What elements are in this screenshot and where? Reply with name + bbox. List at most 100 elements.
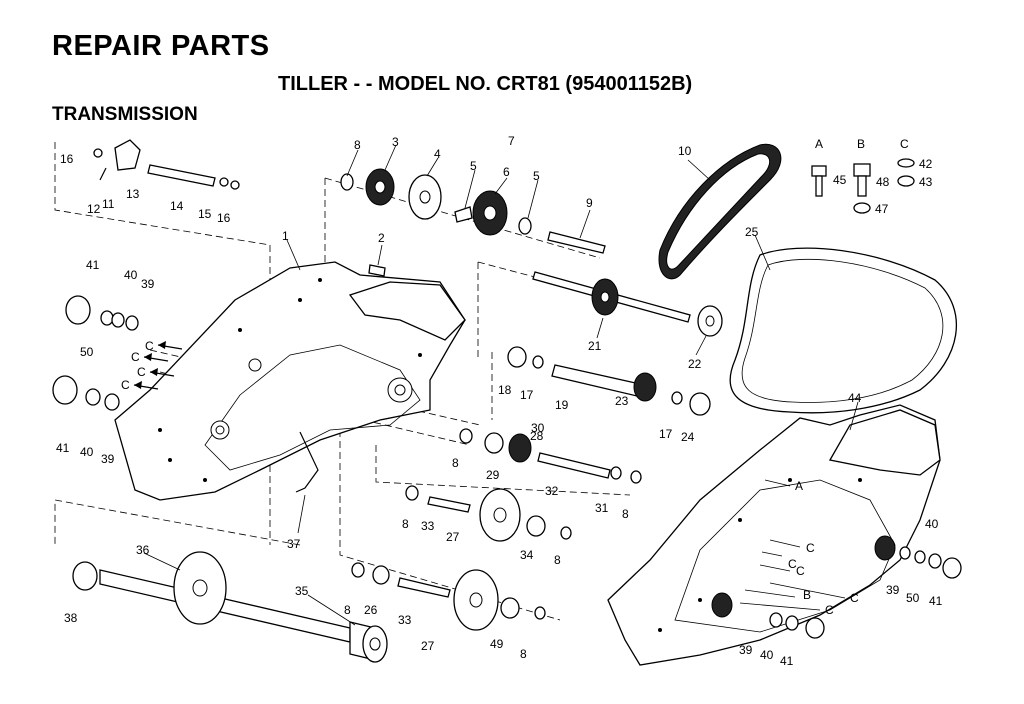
leader-lines <box>143 144 859 626</box>
direction-arrows <box>133 341 846 611</box>
arrow-letter-c: C <box>825 603 834 617</box>
callout-36: 36 <box>136 543 150 557</box>
callout-41: 41 <box>56 441 70 455</box>
part-callouts: 1 2 3 4 5 5 6 7 8 8 8 8 8 8 8 9 10 11 12… <box>56 134 943 668</box>
arrow-letter-c: C <box>806 541 815 555</box>
arrow-letter-c: C <box>121 378 130 392</box>
callout-28: 28 <box>530 429 544 443</box>
callout-39: 39 <box>141 277 155 291</box>
right-bearings <box>711 535 962 639</box>
callout-25: 25 <box>745 225 759 239</box>
section-title: TRANSMISSION <box>52 104 198 125</box>
callout-38: 38 <box>64 611 78 625</box>
callout-39: 39 <box>739 643 753 657</box>
callout-41: 41 <box>780 654 794 668</box>
callout-31: 31 <box>595 501 609 515</box>
model-subtitle: TILLER - - MODEL NO. CRT81 (954001152B) <box>278 73 693 95</box>
arrow-letter-b: B <box>803 588 811 602</box>
callout-9: 9 <box>586 196 593 210</box>
hardware-key-letters: A B C <box>815 137 909 151</box>
callout-11: 11 <box>102 197 115 211</box>
callout-33: 33 <box>398 613 412 627</box>
callout-45: 45 <box>833 173 847 187</box>
callout-4: 4 <box>434 147 441 161</box>
key-c: C <box>900 137 909 151</box>
callout-49: 49 <box>490 637 504 651</box>
hardware-fasteners <box>811 158 915 214</box>
callout-10: 10 <box>678 144 692 158</box>
callout-24: 24 <box>681 430 695 444</box>
callout-43: 43 <box>919 175 933 189</box>
callout-29: 29 <box>486 468 500 482</box>
callout-50: 50 <box>80 345 94 359</box>
shift-shaft-assembly <box>93 139 240 190</box>
callout-16: 16 <box>217 211 231 225</box>
callout-8: 8 <box>354 138 361 152</box>
callout-32: 32 <box>545 484 559 498</box>
callout-8: 8 <box>452 456 459 470</box>
callout-35: 35 <box>295 584 309 598</box>
callout-27: 27 <box>446 530 460 544</box>
callout-41: 41 <box>86 258 100 272</box>
callout-19: 19 <box>555 398 569 412</box>
callout-12: 12 <box>87 202 101 216</box>
callout-42: 42 <box>919 157 933 171</box>
callout-37: 37 <box>287 537 301 551</box>
callout-48: 48 <box>876 175 890 189</box>
callout-27: 27 <box>421 639 435 653</box>
callout-47: 47 <box>875 202 889 216</box>
callout-5: 5 <box>470 159 477 173</box>
callout-5: 5 <box>533 169 540 183</box>
callout-13: 13 <box>126 187 140 201</box>
callout-50: 50 <box>906 591 920 605</box>
callout-16: 16 <box>60 152 74 166</box>
callout-33: 33 <box>421 519 435 533</box>
shaft-32-group <box>459 428 642 484</box>
arrow-letter-c: C <box>131 350 140 364</box>
sprocket-shaft <box>532 271 723 337</box>
gasket <box>729 247 957 414</box>
callout-6: 6 <box>503 165 510 179</box>
callout-1: 1 <box>282 229 289 243</box>
arrow-letter-c: C <box>850 591 859 605</box>
callout-8: 8 <box>520 647 527 661</box>
callout-34: 34 <box>520 548 534 562</box>
arrow-letter-c: C <box>145 339 154 353</box>
callout-18: 18 <box>498 383 512 397</box>
worm-shaft-group <box>507 346 711 416</box>
callout-8: 8 <box>554 553 561 567</box>
callout-39: 39 <box>886 583 900 597</box>
shaft-33-lower-group <box>351 562 546 631</box>
callout-14: 14 <box>170 199 184 213</box>
callout-7: 7 <box>508 134 515 148</box>
callout-3: 3 <box>392 135 399 149</box>
callout-40: 40 <box>760 648 774 662</box>
callout-8: 8 <box>402 517 409 531</box>
arrow-letter-c: C <box>796 564 805 578</box>
callout-40: 40 <box>80 445 94 459</box>
arrow-letter-c: C <box>788 557 797 571</box>
callout-21: 21 <box>588 339 602 353</box>
callout-26: 26 <box>364 603 378 617</box>
callout-23: 23 <box>615 394 629 408</box>
arrow-letters: C C C C A C C C B C C <box>121 339 859 617</box>
callout-2: 2 <box>378 231 385 245</box>
transmission-housing-left <box>114 261 466 501</box>
callout-15: 15 <box>198 207 212 221</box>
arrow-letter-c: C <box>137 365 146 379</box>
callout-40: 40 <box>124 268 138 282</box>
shaft-33-upper-group <box>405 485 572 542</box>
callout-8: 8 <box>344 603 351 617</box>
callout-41: 41 <box>929 594 943 608</box>
callout-8: 8 <box>622 507 629 521</box>
arrow-letter-a: A <box>795 479 803 493</box>
callout-22: 22 <box>688 357 702 371</box>
callout-40: 40 <box>925 517 939 531</box>
key-a: A <box>815 137 823 151</box>
callout-44: 44 <box>848 391 862 405</box>
upper-gear-train <box>340 168 606 254</box>
key-b: B <box>857 137 865 151</box>
page-title: REPAIR PARTS <box>52 30 270 62</box>
callout-17: 17 <box>520 388 534 402</box>
